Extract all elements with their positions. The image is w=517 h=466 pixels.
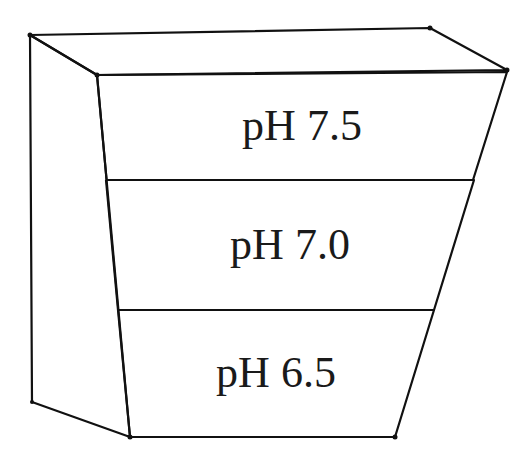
- top-face: [30, 28, 507, 75]
- ph-label: pH 7.5: [242, 102, 362, 150]
- ph-label: pH 6.5: [216, 349, 336, 397]
- ph-label: pH 7.0: [230, 221, 350, 269]
- ph-band: pH 7.0: [106, 180, 474, 310]
- ph-band: pH 6.5: [118, 310, 434, 437]
- side-face: [30, 35, 130, 437]
- ph-band: pH 7.5: [97, 72, 507, 180]
